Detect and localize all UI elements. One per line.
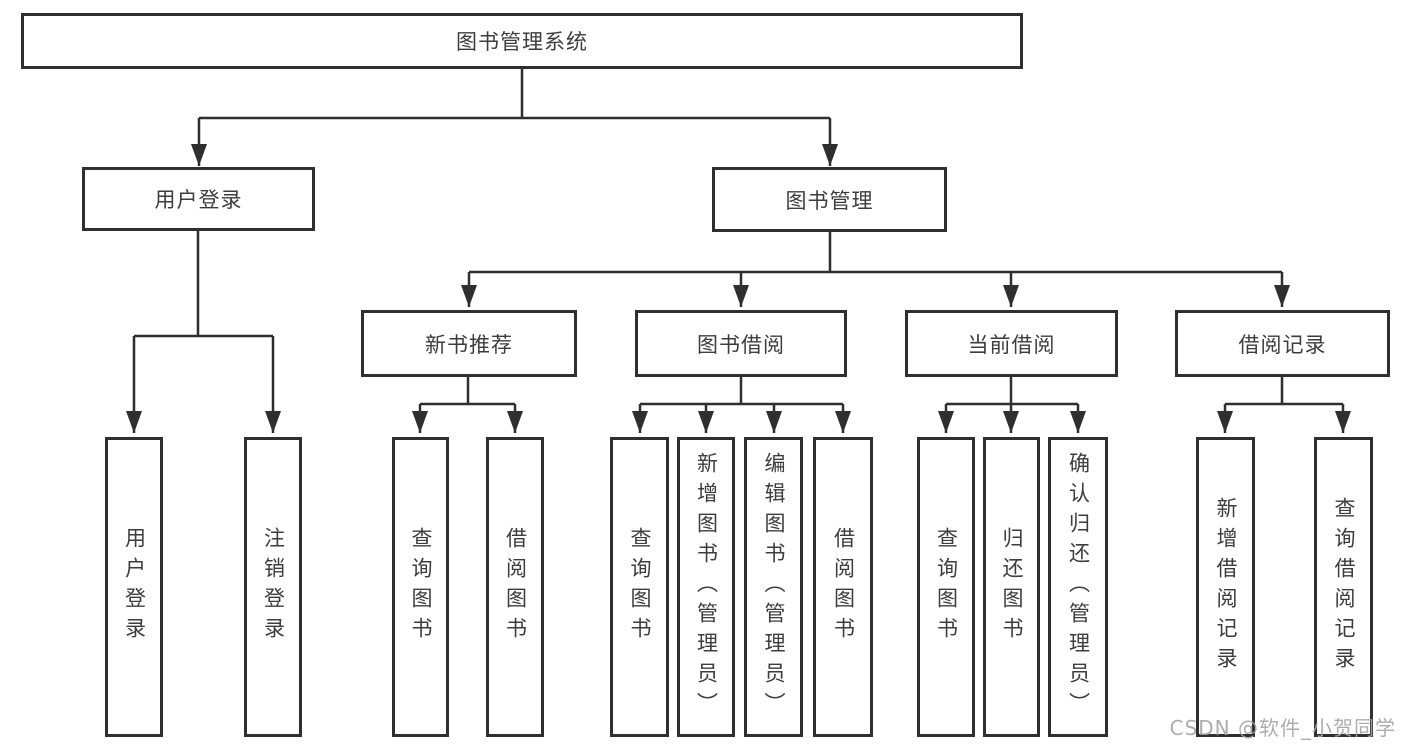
edge-book-borrow-branch xyxy=(632,377,851,433)
edge-new-book-branch xyxy=(412,377,523,433)
leaf-query-books-current: 查询图书 xyxy=(917,437,975,737)
csdn-watermark: CSDN @软件_小贺同学 xyxy=(1169,716,1396,740)
leaf-query-books-recommend-label: 查询图书 xyxy=(409,527,433,647)
edge-borrow-record-branch xyxy=(1217,377,1351,433)
leaf-query-borrow-record-label: 查询借阅记录 xyxy=(1332,497,1356,677)
leaf-add-borrow-record: 新增借阅记录 xyxy=(1196,437,1255,737)
leaf-query-books-borrow: 查询图书 xyxy=(610,437,669,737)
leaf-borrow-books-label: 借阅图书 xyxy=(831,527,856,647)
leaf-confirm-return-admin: 确认归还（管理员） xyxy=(1048,437,1108,737)
node-book-borrow: 图书借阅 xyxy=(635,310,847,377)
leaf-query-books-borrow-label: 查询图书 xyxy=(628,527,652,647)
leaf-edit-books-admin: 编辑图书（管理员） xyxy=(744,437,803,737)
node-library-management-system: 图书管理系统 xyxy=(21,13,1023,69)
node-user-login: 用户登录 xyxy=(82,167,315,231)
leaf-return-books: 归还图书 xyxy=(983,437,1040,737)
edge-root-to-level2 xyxy=(191,69,838,166)
leaf-borrow-books: 借阅图书 xyxy=(813,437,873,737)
leaf-edit-books-admin-label: 编辑图书（管理员） xyxy=(762,452,786,722)
leaf-user-login: 用户登录 xyxy=(105,437,163,737)
leaf-add-books-admin-label: 新增图书（管理员） xyxy=(694,452,719,722)
leaf-add-borrow-record-label: 新增借阅记录 xyxy=(1214,497,1238,677)
leaf-confirm-return-admin-label: 确认归还（管理员） xyxy=(1066,452,1091,722)
leaf-query-books-current-label: 查询图书 xyxy=(934,527,959,647)
leaf-query-books-recommend: 查询图书 xyxy=(392,437,449,737)
leaf-query-borrow-record: 查询借阅记录 xyxy=(1314,437,1373,737)
node-current-borrow: 当前借阅 xyxy=(905,310,1118,377)
leaf-add-books-admin: 新增图书（管理员） xyxy=(677,437,735,737)
leaf-return-books-label: 归还图书 xyxy=(1000,527,1024,647)
leaf-logout: 注销登录 xyxy=(244,437,302,737)
leaf-user-login-label: 用户登录 xyxy=(122,527,147,647)
edge-book-management-branch xyxy=(461,232,1290,307)
edge-current-borrow-branch xyxy=(938,377,1086,433)
leaf-borrow-books-recommend: 借阅图书 xyxy=(486,437,544,737)
leaf-logout-label: 注销登录 xyxy=(261,527,286,647)
leaf-borrow-books-recommend-label: 借阅图书 xyxy=(503,527,528,647)
node-book-management: 图书管理 xyxy=(712,167,947,232)
node-new-book-recommend: 新书推荐 xyxy=(361,310,577,377)
edge-user-login-branch xyxy=(126,231,281,433)
node-borrow-record: 借阅记录 xyxy=(1175,310,1390,377)
